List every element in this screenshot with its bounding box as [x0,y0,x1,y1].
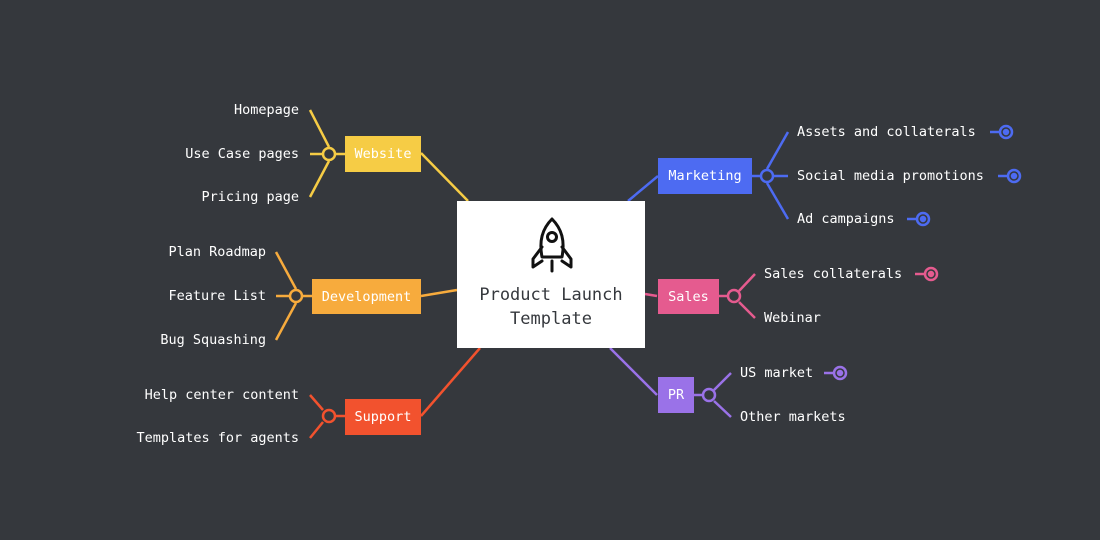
marketing-item-3-handle [915,211,931,227]
support-item[interactable]: Help center content [144,387,299,403]
marketing-item[interactable]: Social media promotions [797,168,984,184]
development-item[interactable]: Feature List [168,288,266,304]
sales-branch-lines [719,266,939,319]
sales-item[interactable]: Sales collaterals [764,266,903,282]
marketing-item[interactable]: Ad campaigns [797,211,895,227]
marketing-item-1-handle [998,124,1014,140]
rocket-icon [531,217,573,273]
pr-branch-lines [694,365,848,418]
pr-item-1-handle [832,365,848,381]
marketing-item-2-handle [1006,168,1022,184]
marketing-item[interactable]: Assets and collaterals [797,124,976,140]
sales-item-1-handle [923,266,939,282]
marketing-branch-lines [752,124,1022,227]
website-item[interactable]: Use Case pages [185,146,299,162]
branch-support[interactable]: Support [345,399,421,435]
branch-marketing[interactable]: Marketing [658,158,752,194]
central-title-line2: Template [510,309,592,329]
central-node[interactable]: Product Launch Template [457,201,645,348]
website-item[interactable]: Pricing page [201,189,299,205]
pr-collapse-handle [701,387,717,403]
support-branch-lines [309,394,345,439]
connector-sales [644,292,658,298]
connector-website [420,152,469,202]
marketing-collapse-handle [759,168,775,184]
development-item[interactable]: Plan Roadmap [168,244,266,260]
pr-item[interactable]: US market [740,365,814,381]
sales-item[interactable]: Webinar [764,310,821,326]
support-collapse-handle [321,408,337,424]
connector-pr [609,347,658,396]
sales-collapse-handle [726,288,742,304]
branch-development[interactable]: Development [312,279,421,314]
central-title: Product Launch Template [479,283,622,331]
connector-support [420,347,481,417]
branch-pr[interactable]: PR [658,377,694,413]
connector-marketing [627,175,659,202]
pr-item[interactable]: Other markets [740,409,846,425]
website-branch-lines [308,109,345,198]
branch-sales[interactable]: Sales [658,279,719,314]
development-collapse-handle [288,288,304,304]
support-item[interactable]: Templates for agents [136,430,299,446]
development-branch-lines [274,251,312,341]
website-item[interactable]: Homepage [233,102,299,118]
central-title-line1: Product Launch [479,285,623,305]
website-collapse-handle [321,146,337,162]
connector-development [420,288,458,298]
development-item[interactable]: Bug Squashing [160,332,266,348]
branch-website[interactable]: Website [345,136,421,172]
